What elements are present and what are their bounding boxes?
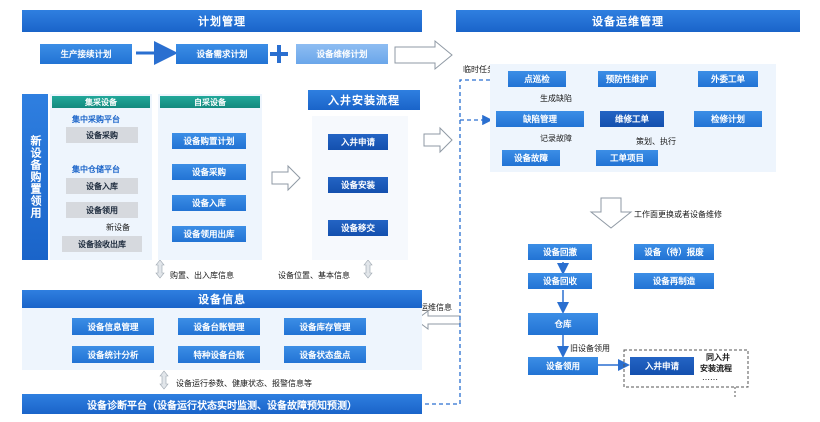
ops-dots: …… [702, 373, 718, 382]
equipment-info-header: 设备信息 [22, 290, 422, 308]
ops-scrap[interactable]: 设备（待）报废 [634, 244, 714, 260]
self-purchase-title: 自采设备 [160, 96, 260, 108]
production-plan-box[interactable]: 生产接续计划 [40, 44, 132, 64]
equipment-info-item-3[interactable]: 设备库存管理 [284, 318, 366, 335]
ops-same-flow-1: 同入井 [706, 353, 730, 362]
ops-receive[interactable]: 设备领用 [528, 357, 598, 375]
ops-apply[interactable]: 入井申请 [630, 357, 694, 375]
central-storage-platform: 集中仓储平台 [72, 165, 120, 174]
equipment-info-item-2[interactable]: 设备台账管理 [178, 318, 260, 335]
self-purchase-step-2[interactable]: 设备采购 [172, 164, 246, 180]
ops-plan-exec-note: 策划、执行 [636, 137, 676, 146]
central-stock-in-box[interactable]: 设备入库 [66, 178, 138, 194]
info-link-left: 购置、出入库信息 [170, 271, 234, 280]
ops-fault[interactable]: 设备故障 [502, 150, 560, 166]
ops-repair-plan[interactable]: 检修计划 [694, 111, 762, 127]
install-step-3[interactable]: 设备移交 [328, 220, 388, 236]
ops-work-order[interactable]: 维修工单 [600, 111, 664, 127]
ops-replace-note: 工作面更换或者设备维修 [634, 210, 722, 219]
new-equipment-side-label: 新设备购置领用 [22, 94, 48, 260]
diagnosis-platform[interactable]: 设备诊断平台（设备运行状态实时监测、设备故障预知预测） [22, 394, 422, 414]
arrow-ops-info [415, 310, 461, 330]
ops-recycle[interactable]: 设备回收 [528, 273, 592, 289]
equipment-info-item-1[interactable]: 设备信息管理 [72, 318, 154, 335]
demand-plan-box[interactable]: 设备需求计划 [176, 44, 268, 64]
arrow-install-to-ops [423, 126, 453, 154]
ops-inspection[interactable]: 点巡检 [508, 71, 566, 87]
plus-v [277, 45, 281, 63]
info-link-bottom: 设备运行参数、健康状态、报警信息等 [176, 379, 312, 388]
ops-project[interactable]: 工单项目 [596, 150, 658, 166]
centralized-title: 集采设备 [52, 96, 150, 108]
arrow-to-ops [394, 39, 453, 71]
ops-record-fault-note: 记录故障 [540, 134, 572, 143]
ops-same-flow-2: 安装流程 [700, 364, 732, 373]
ops-remanufacture[interactable]: 设备再制造 [634, 273, 714, 289]
equipment-info-item-6[interactable]: 设备状态盘点 [284, 346, 366, 363]
repair-plan-box[interactable]: 设备维修计划 [296, 44, 388, 64]
central-purchase-platform: 集中采购平台 [72, 115, 120, 124]
self-purchase-step-1[interactable]: 设备购置计划 [172, 133, 246, 149]
info-link-right: 设备位置、基本信息 [278, 271, 350, 280]
info-link-temp-task: 临时任务 [463, 65, 495, 74]
centralized-panel [50, 94, 152, 260]
ops-header: 设备运维管理 [456, 10, 800, 32]
self-purchase-step-3[interactable]: 设备入库 [172, 195, 246, 211]
arrow-to-install [271, 164, 301, 192]
ops-warehouse[interactable]: 仓库 [528, 313, 598, 335]
acceptance-out-box[interactable]: 设备验收出库 [62, 236, 142, 252]
ops-defect[interactable]: 缺陷管理 [496, 111, 584, 127]
central-purchase-box[interactable]: 设备采购 [66, 127, 138, 143]
equipment-info-item-5[interactable]: 特种设备台账 [178, 346, 260, 363]
install-step-2[interactable]: 设备安装 [328, 177, 388, 193]
install-step-1[interactable]: 入井申请 [328, 134, 388, 150]
equipment-info-item-4[interactable]: 设备统计分析 [72, 346, 154, 363]
ops-outsourcing[interactable]: 外委工单 [698, 71, 758, 87]
ops-recall[interactable]: 设备回撤 [528, 244, 592, 260]
central-receive-box[interactable]: 设备领用 [66, 202, 138, 218]
info-link-ops: 运维信息 [420, 303, 452, 312]
ops-preventive[interactable]: 预防性维护 [598, 71, 656, 87]
plan-header: 计划管理 [22, 10, 422, 32]
new-equipment-note: 新设备 [106, 223, 130, 232]
ops-old-receive-note: 旧设备领用 [570, 344, 610, 353]
install-title: 入井安装流程 [308, 90, 420, 110]
arrow-down-replace [589, 197, 633, 229]
self-purchase-step-4[interactable]: 设备领用出库 [172, 226, 246, 242]
ops-gen-defect-note: 生成缺陷 [540, 94, 572, 103]
